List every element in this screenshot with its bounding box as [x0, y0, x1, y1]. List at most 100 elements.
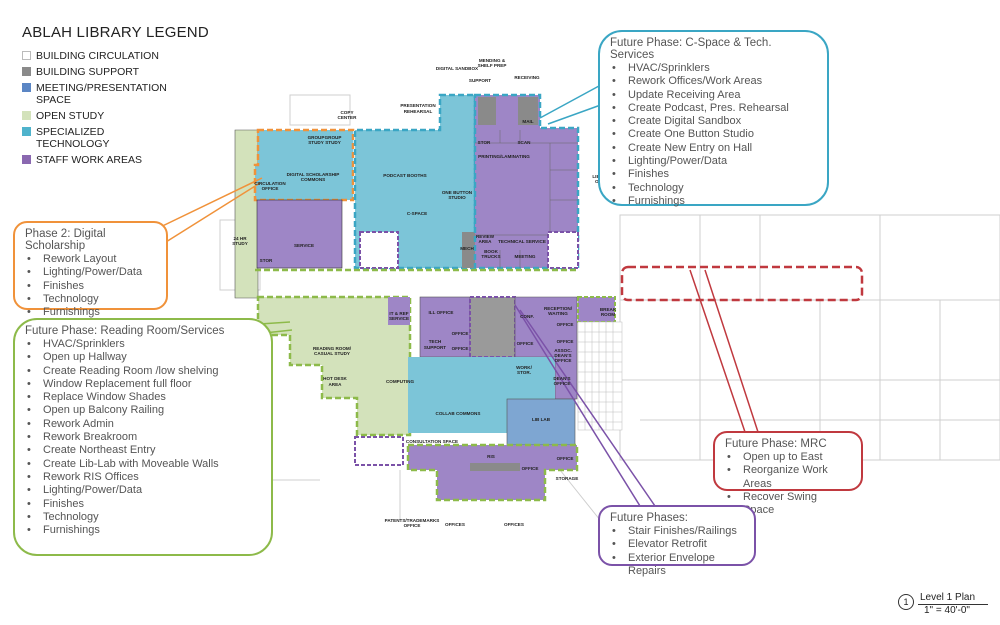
callout-item: Window Replacement full floor	[27, 378, 261, 392]
label-center: CENTER	[338, 115, 358, 120]
label-it-ref-service: SERVICE	[389, 316, 409, 321]
legend-item: OPEN STUDY	[22, 110, 209, 122]
callout-item: Rework Admin	[27, 418, 261, 432]
label-24hr-study: STUDY	[232, 241, 248, 246]
callout-item: Open up Hallway	[27, 351, 261, 365]
label-group-2: GROUP	[325, 135, 342, 140]
label-office-7: OFFICE	[557, 456, 574, 461]
legend: ABLAH LIBRARY LEGEND BUILDING CIRCULATIO…	[22, 24, 209, 170]
stair-east	[547, 231, 579, 269]
label-mending: MENDING &	[479, 58, 506, 63]
label-stor: STOR	[478, 140, 491, 145]
label-24hr: 24 HR	[233, 236, 247, 241]
callout-item: Lighting/Power/Data	[27, 484, 261, 498]
open-study-west	[234, 129, 259, 299]
swatch-technology	[22, 127, 31, 136]
label-office-4: OFFICE	[557, 339, 574, 344]
label-presentation: PRESENTATION	[400, 103, 436, 108]
legend-item: BUILDING CIRCULATION	[22, 50, 209, 62]
mech-room	[462, 232, 475, 268]
label-dean: DEAN'S	[553, 376, 570, 381]
label-assoc: ASSOC.	[554, 348, 572, 353]
callout-item: Rework Offices/Work Areas	[612, 75, 817, 89]
callout-item: Lighting/Power/Data	[27, 266, 156, 280]
label-assoc-dean: DEAN'S	[554, 353, 571, 358]
label-study: STUDY	[308, 140, 324, 145]
label-ill-office: ILL OFFICE	[429, 310, 454, 315]
label-circulation: CIRCULATION	[254, 181, 286, 186]
digital-scholarship-commons	[253, 128, 355, 202]
callout-item: Lighting/Power/Data	[612, 155, 817, 169]
callout-item: Furnishings	[27, 306, 156, 320]
label-dsc: DIGITAL SCHOLARSHIP	[287, 172, 340, 177]
elevator-stair	[469, 296, 516, 358]
label-office: OFFICE	[452, 331, 469, 336]
swatch-open-study	[22, 111, 31, 120]
callout-c-space: Future Phase: C-Space & Tech. Services H…	[598, 30, 829, 209]
label-meeting: MEETING	[515, 254, 536, 259]
callout-item: Open up Balcony Railing	[27, 404, 261, 418]
callout-item: Finishes	[612, 168, 817, 182]
callout-item: Reorganize Work Areas	[727, 464, 851, 491]
label-dean-office: OFFICE	[554, 381, 571, 386]
ill-office-area	[419, 296, 471, 358]
label-work-stor: STOR.	[517, 370, 531, 375]
callout-future-phases: Future Phases: Stair Finishes/Railings E…	[598, 505, 756, 577]
label-ris: RIS	[487, 454, 495, 459]
c-space	[353, 93, 477, 270]
label-one-button: ONE BUTTON	[442, 190, 473, 195]
label-office-6: OFFICE	[522, 466, 539, 471]
label-consultation: CONSULTATION SPACE	[406, 439, 458, 444]
label-it-ref: IT & REF	[389, 311, 408, 316]
label-service: SERVICE	[294, 243, 314, 248]
callout-item: Open up to East	[727, 451, 851, 465]
callout-item: Stair Finishes/Railings	[612, 525, 744, 539]
legend-label: SPECIALIZED TECHNOLOGY	[36, 126, 110, 150]
lib-lab	[506, 398, 576, 446]
swatch-circulation	[22, 51, 31, 60]
receiving-room	[518, 97, 538, 125]
callout-item: Replace Window Shades	[27, 391, 261, 405]
legend-item: STAFF WORK AREAS	[22, 154, 209, 166]
it-ref-service	[388, 297, 410, 325]
legend-item: BUILDING SUPPORT	[22, 66, 209, 78]
callout-item: Create Reading Room /low shelving	[27, 365, 261, 379]
callout-item: Create Northeast Entry	[27, 444, 261, 458]
label-circulation-office: OFFICE	[262, 186, 279, 191]
label-copy: COPY	[340, 110, 353, 115]
callout-item: Technology	[27, 511, 261, 525]
label-group: GROUP	[308, 135, 325, 140]
label-offices-2: OFFICES	[504, 522, 524, 527]
callout-item: HVAC/Sprinklers	[612, 62, 817, 76]
legend-label: BUILDING CIRCULATION	[36, 50, 159, 62]
label-tech-support: SUPPORT	[424, 345, 446, 350]
ris-area	[406, 443, 579, 502]
callout-phase2-digital-scholarship: Phase 2: Digital Scholarship Rework Layo…	[13, 221, 168, 320]
callout-item: Exterior Envelope Repairs	[612, 552, 744, 579]
plan-scale: 1" = 40'-0"	[924, 605, 970, 616]
label-patents: PATENTS/TRADEMARKS	[385, 518, 440, 523]
swatch-meeting	[22, 83, 31, 92]
callout-title: Phase 2: Digital Scholarship	[25, 228, 106, 252]
label-hot-desk-area: AREA	[328, 382, 342, 387]
tech-partitions	[475, 130, 578, 268]
label-c-space: C-SPACE	[407, 211, 427, 216]
label-tech-service: TECHNICAL SERVICE	[498, 239, 546, 244]
technical-services	[473, 93, 580, 270]
label-book: BOOK	[484, 249, 498, 254]
callout-item: Elevator Retrofit	[612, 538, 744, 552]
callout-title: Future Phase: MRC	[725, 438, 827, 450]
label-printing: PRINTING/LAMINATING	[478, 154, 530, 159]
label-waiting: WAITING	[548, 311, 568, 316]
legend-item: MEETING/PRESENTATION SPACE	[22, 82, 209, 106]
label-mech: MECH	[460, 246, 474, 251]
label-mail: MAIL	[522, 119, 533, 124]
callout-item: Recover Swing Space	[727, 491, 851, 518]
label-office-5: OFFICE	[517, 341, 534, 346]
callout-mrc: Future Phase: MRC Open up to East Reorga…	[713, 431, 863, 516]
callout-item: Finishes	[27, 498, 261, 512]
callout-item: Rework Layout	[27, 253, 156, 267]
callout-item: Update Receiving Area	[612, 89, 817, 103]
callout-item: Create One Button Studio	[612, 128, 817, 142]
